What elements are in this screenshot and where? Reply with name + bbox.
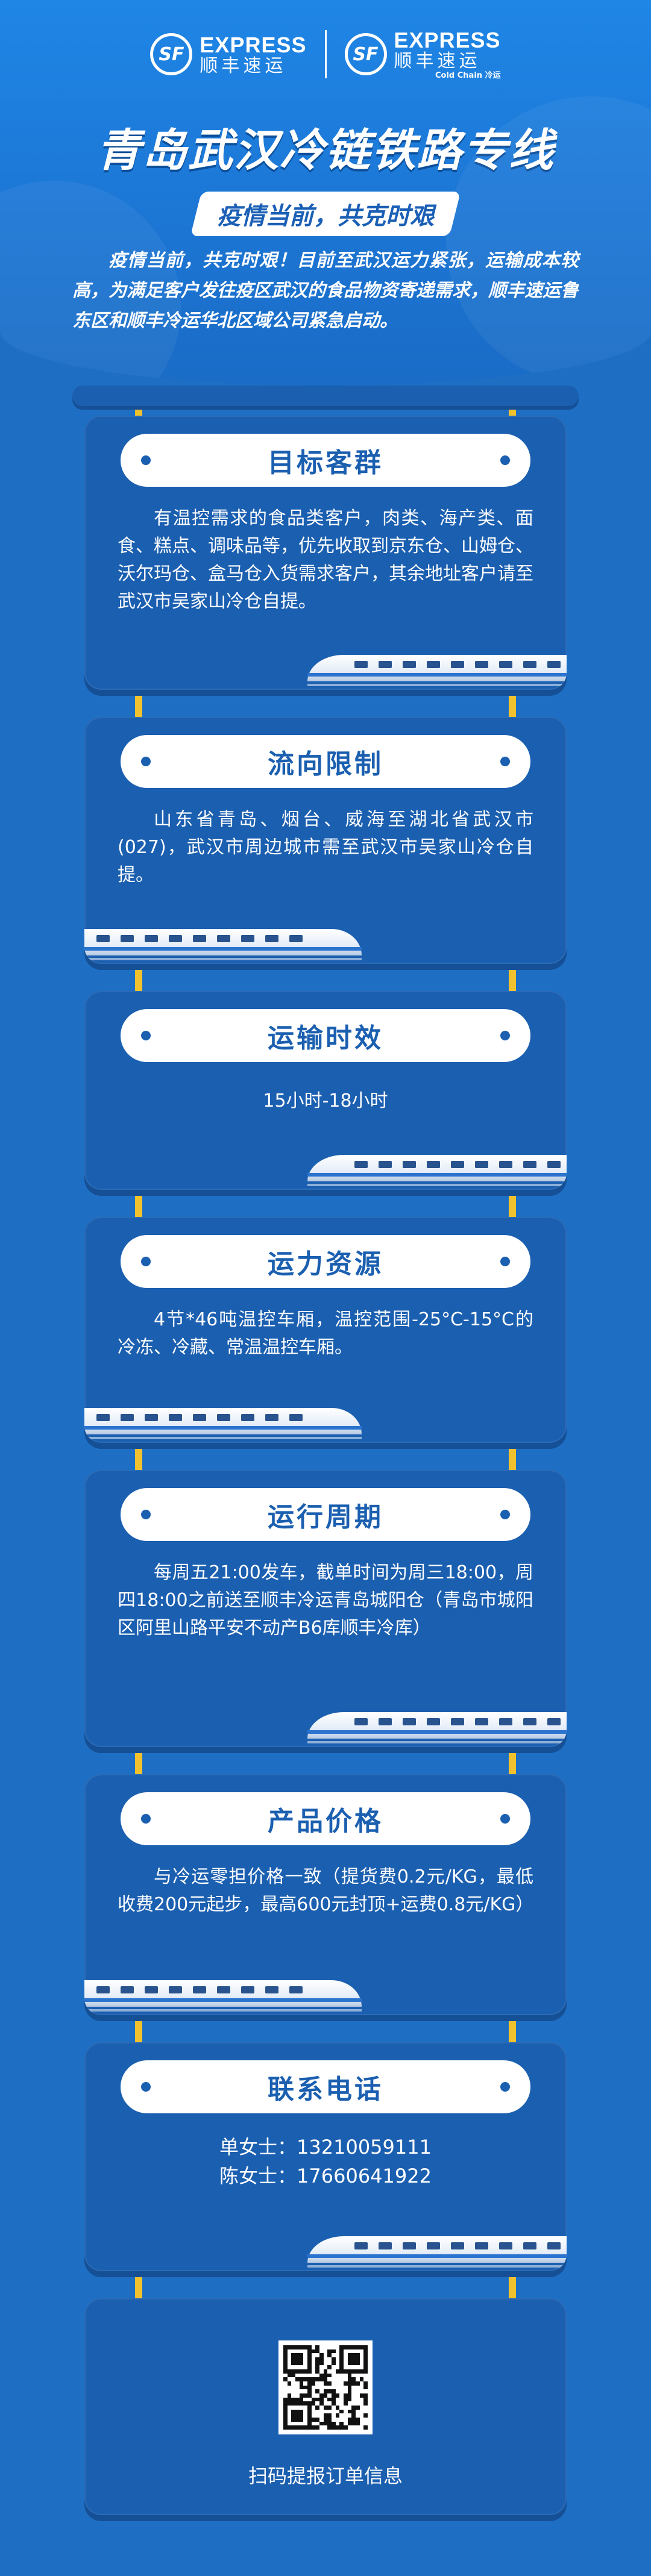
- card-heading-label: 联系电话: [268, 2074, 383, 2105]
- bullet-icon: [500, 455, 510, 465]
- card-body-text: 山东省青岛、烟台、威海至湖北省武汉市(027)，武汉市周边城市需至武汉市吴家山冷…: [118, 809, 533, 886]
- intro-text: 疫情当前，共克时艰！目前至武汉运力紧张，运输成本较高，为满足客户发往疫区武汉的食…: [72, 250, 579, 331]
- sf-express-logo: SF EXPRESS 顺丰速运: [150, 32, 307, 77]
- bullet-icon: [141, 2082, 151, 2092]
- card-target-customers: 目标客群 有温控需求的食品类客户，肉类、海产类、面食、糕点、调味品等，优先收取到…: [84, 416, 567, 690]
- sf-cold-chain-logo: SF EXPRESS 顺丰速运 Cold Chain 冷运: [344, 28, 501, 81]
- card-body-text: 每周五21:00发车，截单时间为周三18:00，周四18:00之前送至顺丰冷运青…: [118, 1562, 533, 1639]
- card-heading: 联系电话: [121, 2060, 530, 2113]
- bullet-icon: [141, 455, 151, 465]
- train-illustration: [84, 1973, 362, 2015]
- logo-cn-text: 顺丰速运: [394, 50, 481, 72]
- card-pricing: 产品价格 与冷运零担价格一致（提货费0.2元/KG，最低收费200元起步，最高6…: [84, 1774, 567, 2015]
- card-qr-code: 扫码提报订单信息: [84, 2298, 567, 2515]
- qr-caption: 扫码提报订单信息: [248, 2465, 403, 2487]
- card-heading-label: 运输时效: [268, 1023, 383, 1054]
- card-schedule: 运行周期 每周五21:00发车，截单时间为周三18:00，周四18:00之前送至…: [84, 1470, 567, 1747]
- card-body-text: 15小时-18小时: [263, 1090, 388, 1111]
- bullet-icon: [141, 757, 151, 766]
- hanger-bar: [72, 386, 579, 406]
- bullet-icon: [500, 757, 510, 766]
- card-heading-label: 目标客群: [268, 448, 383, 478]
- card-heading-label: 运力资源: [268, 1249, 383, 1280]
- card-body-text: 与冷运零担价格一致（提货费0.2元/KG，最低收费200元起步，最高600元封顶…: [118, 1866, 534, 1915]
- page-title: 青岛武汉冷链铁路专线: [96, 125, 555, 177]
- contact-list: 单女士：13210059111 陈女士：17660641922: [84, 2133, 567, 2190]
- train-illustration: [307, 648, 567, 690]
- card-body-text: 4节*46吨温控车厢，温控范围-25°C-15°C的冷冻、冷藏、常温温控车厢。: [118, 1309, 533, 1358]
- logo-divider: [324, 30, 327, 79]
- card-body-text: 有温控需求的食品类客户，肉类、海产类、面食、糕点、调味品等，优先收取到京东仓、山…: [118, 508, 533, 612]
- bullet-icon: [500, 2082, 510, 2092]
- sf-logo-mark: SF: [344, 33, 387, 76]
- card-transit-time: 运输时效 15小时-18小时: [84, 991, 567, 1190]
- cold-chain-label: Cold Chain 冷运: [435, 71, 501, 81]
- contact-phone[interactable]: 单女士：13210059111: [219, 2136, 432, 2159]
- card-heading: 运行周期: [121, 1488, 530, 1541]
- logo-cn-text: 顺丰速运: [200, 55, 287, 77]
- logo-en-text: EXPRESS: [394, 28, 501, 52]
- qr-code-image[interactable]: [278, 2340, 373, 2434]
- card-heading: 运力资源: [121, 1235, 530, 1288]
- contact-phone[interactable]: 陈女士：17660641922: [219, 2165, 432, 2187]
- bullet-icon: [141, 1257, 151, 1266]
- bullet-icon: [500, 1031, 510, 1040]
- card-contact: 联系电话 单女士：13210059111 陈女士：17660641922: [84, 2042, 567, 2271]
- header: SF EXPRESS 顺丰速运 SF EXPRESS 顺丰速运 Cold Cha…: [0, 0, 651, 386]
- bullet-icon: [141, 1814, 151, 1824]
- bullet-icon: [141, 1031, 151, 1040]
- card-heading: 运输时效: [121, 1009, 530, 1062]
- train-illustration: [84, 922, 362, 964]
- logo-row: SF EXPRESS 顺丰速运 SF EXPRESS 顺丰速运 Cold Cha…: [0, 29, 651, 80]
- train-illustration: [84, 1401, 362, 1443]
- bullet-icon: [500, 1510, 510, 1519]
- train-illustration: [307, 1148, 567, 1190]
- card-heading: 流向限制: [121, 735, 530, 788]
- card-capacity: 运力资源 4节*46吨温控车厢，温控范围-25°C-15°C的冷冻、冷藏、常温温…: [84, 1217, 567, 1443]
- bullet-icon: [500, 1814, 510, 1824]
- sf-logo-mark: SF: [150, 33, 193, 76]
- card-heading-label: 流向限制: [268, 749, 383, 780]
- train-illustration: [307, 2229, 567, 2271]
- train-illustration: [307, 1705, 567, 1747]
- bullet-icon: [141, 1510, 151, 1519]
- card-heading-label: 产品价格: [268, 1806, 383, 1837]
- card-heading-label: 运行周期: [268, 1502, 383, 1533]
- subtitle-text: 疫情当前，共克时艰: [217, 202, 434, 230]
- subtitle-banner: 疫情当前，共克时艰: [190, 192, 461, 236]
- bullet-icon: [500, 1257, 510, 1266]
- card-route-restriction: 流向限制 山东省青岛、烟台、威海至湖北省武汉市(027)，武汉市周边城市需至武汉…: [84, 717, 567, 964]
- logo-en-text: EXPRESS: [200, 32, 307, 57]
- card-heading: 产品价格: [121, 1792, 530, 1845]
- card-heading: 目标客群: [121, 434, 530, 487]
